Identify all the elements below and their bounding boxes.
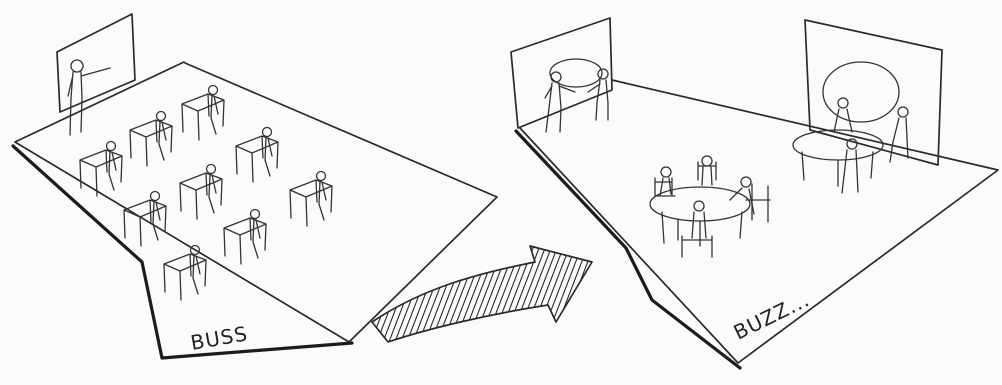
desk-with-student [235, 126, 279, 183]
arrow-hatch-line [616, 230, 666, 360]
arrow-hatch-line [372, 246, 409, 342]
desk-with-student [181, 84, 225, 141]
left-floor [14, 61, 498, 343]
table-1-people [659, 155, 755, 239]
desk-with-student [163, 244, 207, 301]
left-scene-label: BUSS [189, 321, 250, 355]
arrow-hatching [372, 230, 672, 360]
desk-with-student [129, 110, 173, 167]
arrow-hatch-line [573, 246, 592, 342]
desk-with-student [79, 140, 123, 197]
arrow-hatch-line [567, 246, 592, 342]
right-back-board-right-circle [822, 61, 900, 123]
table-2-people [833, 97, 909, 194]
left-teacher-figure [67, 59, 111, 136]
group-work-scene: BUZZ... [510, 17, 999, 370]
right-back-board-left [510, 17, 613, 129]
arrow-outline [371, 245, 593, 343]
arrow-hatch-line [610, 230, 660, 360]
arrow-hatch-line [579, 246, 592, 342]
right-floor-front-edge [514, 129, 742, 370]
right-presenter-figure-1 [544, 71, 576, 133]
right-floor [519, 79, 999, 364]
arrow-hatch-line [375, 246, 427, 342]
arrow-hatch-line [372, 246, 397, 342]
right-presenter-figure-2 [587, 68, 609, 121]
left-desks [79, 84, 333, 301]
transition-arrow [371, 230, 672, 360]
left-floor-front-edge [11, 144, 354, 360]
desk-with-student [179, 163, 223, 220]
right-back-board-right [804, 19, 943, 166]
arrow-hatch-line [622, 230, 672, 360]
desk-with-student [289, 170, 333, 227]
desk-with-student [123, 190, 167, 247]
left-whiteboard [56, 13, 136, 113]
desk-with-student [223, 208, 267, 265]
arrow-hatch-line [598, 230, 648, 360]
right-back-board-left-circle [549, 58, 603, 88]
arrow-hatch-line [591, 246, 592, 342]
arrow-hatch-line [604, 230, 654, 360]
round-table-2 [792, 129, 884, 187]
classroom-rows-scene: BUSS [11, 13, 498, 360]
round-table-1 [649, 186, 751, 247]
